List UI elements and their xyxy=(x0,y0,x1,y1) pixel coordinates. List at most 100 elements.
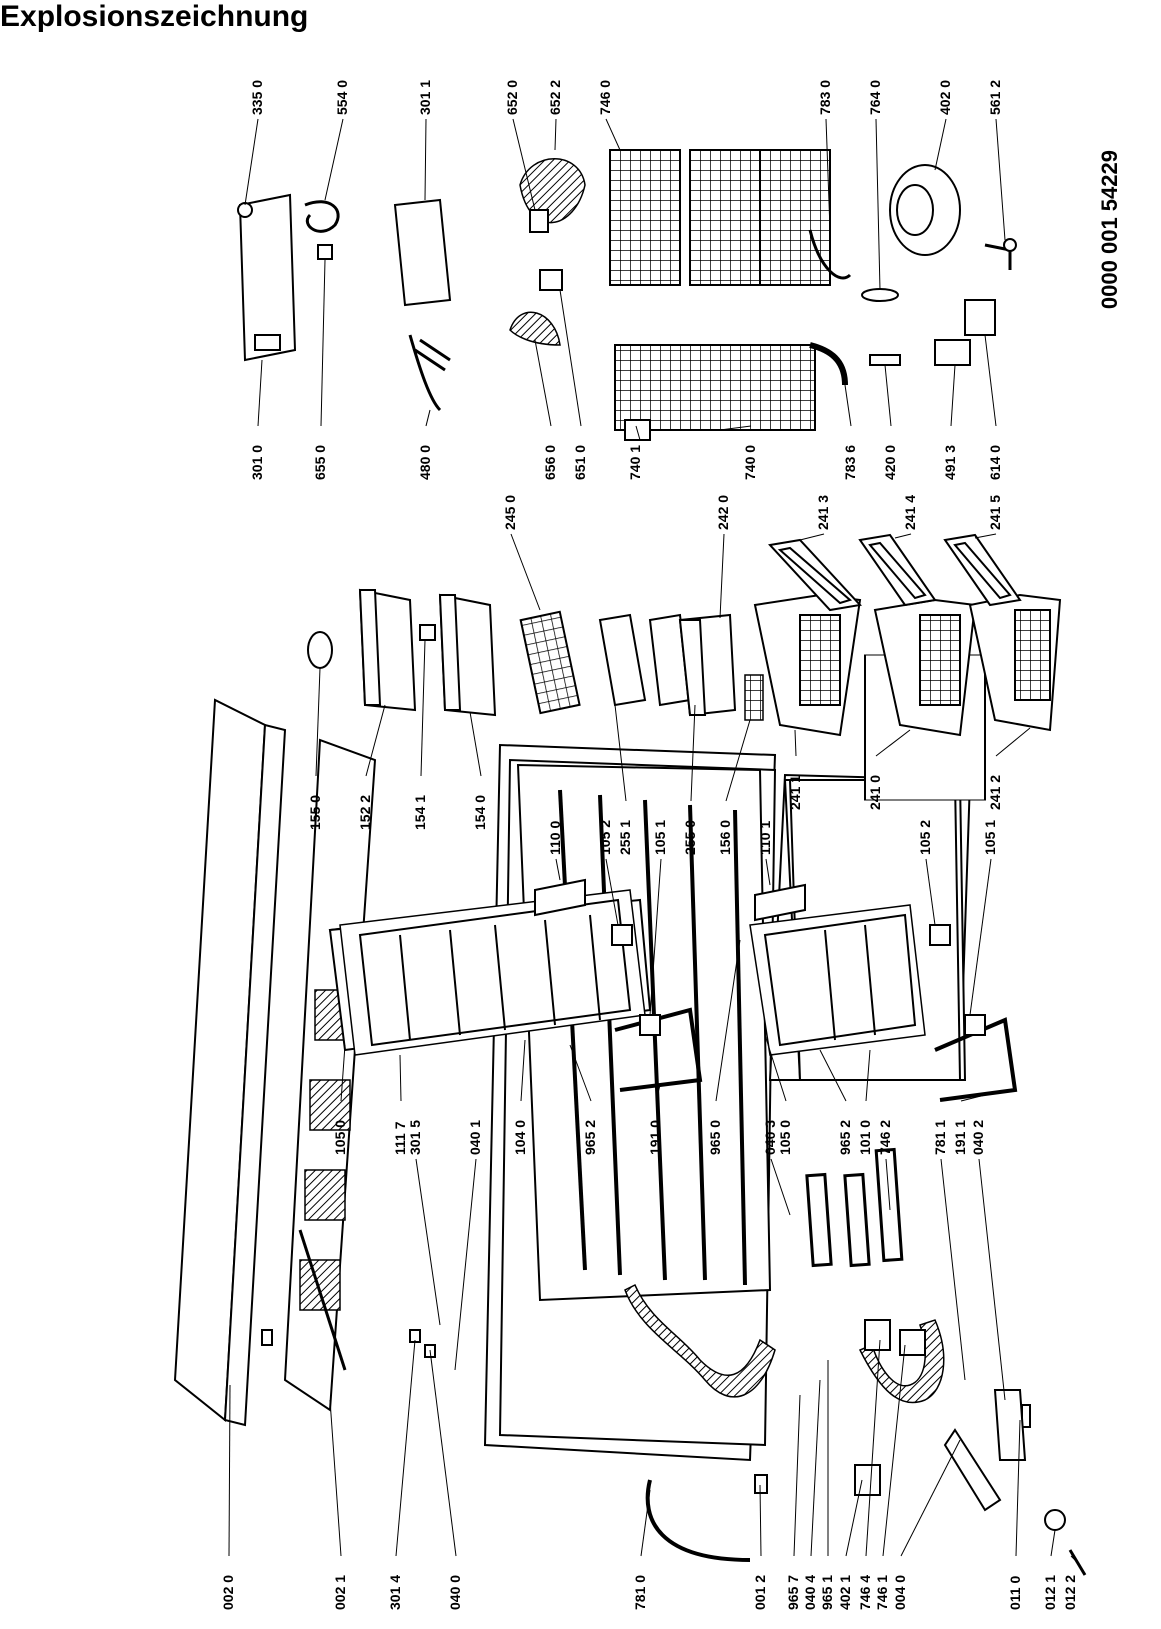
callout-3015: 301 5 xyxy=(407,1120,441,1326)
leader-line xyxy=(845,1479,863,1557)
drawer-lid-2414 xyxy=(858,533,937,607)
drawer-2412 xyxy=(968,593,1062,732)
callout-label: 154 0 xyxy=(472,795,488,830)
callout-6520: 652 0 xyxy=(504,80,536,211)
part-7640 xyxy=(861,288,899,302)
leader-line xyxy=(875,118,881,291)
callout-2415: 241 5 xyxy=(974,495,1003,539)
condenser-7400 xyxy=(614,344,816,431)
callout-label: 040 0 xyxy=(447,1575,463,1610)
leader-line xyxy=(425,409,431,427)
foot-0121 xyxy=(1044,1509,1066,1531)
callout-label: 402 0 xyxy=(937,80,953,115)
control-panel-3010 xyxy=(238,193,297,362)
callout-label: 783 0 xyxy=(817,80,833,115)
leader-line xyxy=(520,1039,526,1102)
callout-5540: 554 0 xyxy=(324,80,350,201)
part-4200 xyxy=(869,354,901,366)
callout-label: 746 4 xyxy=(857,1575,873,1610)
callout-label: 110 0 xyxy=(547,821,563,855)
leader-line xyxy=(995,118,1006,241)
leader-line xyxy=(329,1399,342,1557)
leader-line xyxy=(640,1489,651,1557)
callout-label: 105 2 xyxy=(597,820,613,855)
callout-label: 105 0 xyxy=(332,1120,348,1155)
callout-7460: 746 0 xyxy=(597,80,621,151)
callout-1052b: 105 2 xyxy=(917,820,936,926)
relay-4913 xyxy=(934,339,971,366)
box-2420 xyxy=(678,613,737,717)
callout-1050: 105 0 xyxy=(332,1044,348,1155)
pipe-7830 xyxy=(808,229,852,280)
callout-1010: 101 0 xyxy=(857,1049,873,1155)
evaporator-7460 xyxy=(609,149,831,286)
callout-7401: 740 1 xyxy=(627,425,643,480)
callout-label: 783 6 xyxy=(842,445,858,480)
callout-label: 965 2 xyxy=(837,1120,853,1155)
callout-0040: 004 0 xyxy=(892,1439,961,1610)
leader-line xyxy=(719,425,752,431)
callout-label: 241 1 xyxy=(787,775,803,810)
callout-9650: 965 0 xyxy=(707,939,741,1155)
callout-4200: 420 0 xyxy=(882,364,898,480)
callout-2413: 241 3 xyxy=(799,495,831,541)
callout-0403: 040 3 xyxy=(762,1120,791,1216)
callout-0020: 002 0 xyxy=(220,1384,236,1610)
leader-line xyxy=(454,1158,477,1371)
callout-label: 105 0 xyxy=(777,1120,793,1155)
callout-2450: 245 0 xyxy=(502,495,541,611)
leader-line xyxy=(865,1049,871,1102)
callout-label: 746 2 xyxy=(877,1120,893,1155)
callout-label: 040 3 xyxy=(762,1120,778,1155)
leader-line xyxy=(819,1049,847,1102)
part-6520 xyxy=(529,209,549,233)
callout-label: 241 3 xyxy=(815,495,831,530)
callout-2410: 241 0 xyxy=(867,729,911,810)
callout-7400: 740 0 xyxy=(719,425,758,480)
callout-1100: 110 0 xyxy=(547,821,563,881)
leader-line xyxy=(884,364,892,427)
callout-label: 040 1 xyxy=(467,1120,483,1155)
leader-line xyxy=(324,118,344,201)
leader-line xyxy=(995,727,1031,757)
callout-7811: 781 1 xyxy=(932,1120,966,1381)
drawer-2411 xyxy=(753,593,862,737)
callout-1540: 154 0 xyxy=(469,711,488,830)
callout-label: 001 2 xyxy=(752,1575,768,1610)
callout-label: 764 0 xyxy=(867,80,883,115)
callout-7810: 781 0 xyxy=(632,1489,651,1610)
callout-label: 241 5 xyxy=(987,495,1003,530)
drawer-lid-2413 xyxy=(768,538,862,612)
part-0012 xyxy=(754,1474,768,1494)
callout-label: 241 0 xyxy=(867,775,883,810)
leader-line xyxy=(605,118,621,151)
shelf-2450 xyxy=(519,610,581,715)
callout-7640: 764 0 xyxy=(867,80,883,291)
callout-1117: 111 7 xyxy=(392,1054,408,1155)
leader-line xyxy=(569,1044,592,1102)
leader-line xyxy=(655,1084,661,1102)
callout-5612: 561 2 xyxy=(987,80,1006,241)
callout-2411: 241 1 xyxy=(787,729,803,810)
leader-line xyxy=(510,533,541,611)
leader-line xyxy=(228,1384,231,1557)
callout-label: 402 1 xyxy=(837,1575,853,1610)
callout-label: 241 4 xyxy=(902,495,918,530)
part-1550 xyxy=(307,631,333,669)
page-title: Explosionszeichnung xyxy=(0,0,309,33)
top-cover-0020 xyxy=(173,698,287,1427)
leader-line xyxy=(940,1158,966,1381)
callout-6560: 656 0 xyxy=(534,339,558,480)
callout-0021: 002 1 xyxy=(329,1399,348,1610)
callout-label: 301 1 xyxy=(417,80,433,115)
callout-1522: 152 2 xyxy=(357,704,386,830)
callout-label: 965 0 xyxy=(707,1120,723,1155)
leader-line xyxy=(415,1158,441,1326)
callout-7830: 783 0 xyxy=(817,80,833,231)
leader-line xyxy=(320,259,326,427)
leader-line xyxy=(719,533,725,619)
leader-line xyxy=(770,1158,791,1216)
callout-label: 301 4 xyxy=(387,1575,403,1610)
handle-1051a xyxy=(639,1014,661,1036)
compressor-4020 xyxy=(889,164,961,256)
